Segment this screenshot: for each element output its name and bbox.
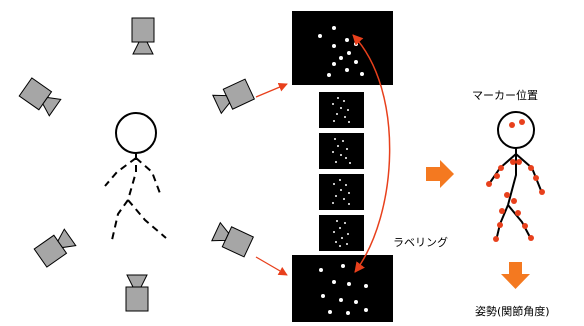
- camera-frame-small: [319, 215, 364, 251]
- marker-dots: [486, 119, 545, 242]
- camera-frame-small: [319, 133, 364, 169]
- labeling-label: ラベリング: [393, 235, 448, 249]
- labeling-arrow: [352, 34, 391, 273]
- arrow-down-icon: [501, 262, 530, 289]
- camera-to-frame-arrow: [255, 82, 288, 98]
- camera-frame-bottom: [292, 255, 393, 322]
- camera-icon: [211, 221, 255, 258]
- camera-frame-top: [292, 11, 393, 85]
- posture-label: 姿勢(関節角度): [475, 304, 550, 318]
- marker-position-label: マーカー位置: [472, 88, 538, 102]
- camera-icon: [18, 77, 62, 117]
- camera-frame-small: [319, 174, 364, 210]
- camera-icon: [131, 17, 155, 55]
- camera-to-frame-arrow: [255, 256, 288, 276]
- camera-frame-small: [319, 92, 364, 128]
- camera-icon: [125, 274, 149, 312]
- camera-icon: [33, 228, 77, 268]
- camera-icon: [212, 78, 256, 115]
- subject-stick-figure: [104, 112, 167, 241]
- arrow-right-icon: [426, 160, 454, 188]
